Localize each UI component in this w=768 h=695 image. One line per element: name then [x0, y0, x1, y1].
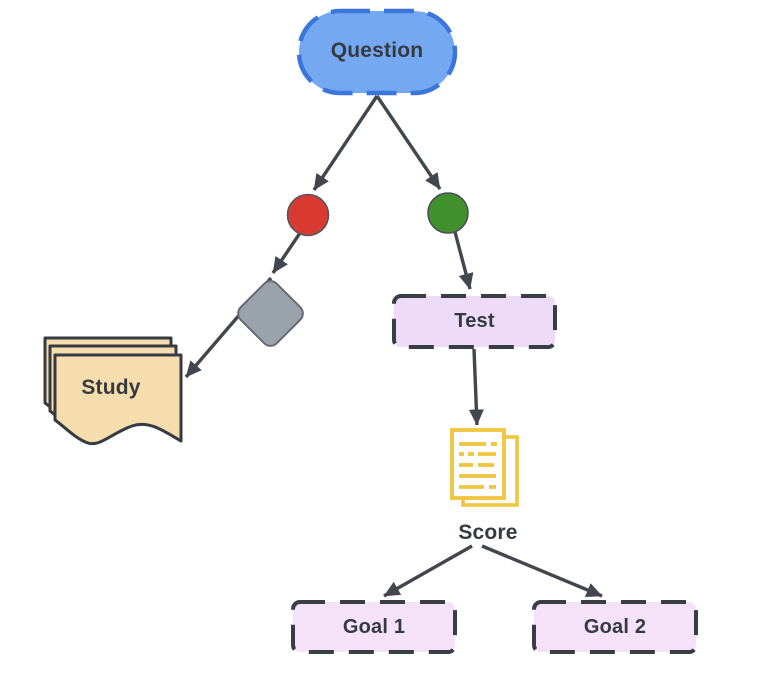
- edge-test-to-score: [468, 348, 484, 426]
- red-dot-node: [286, 193, 330, 237]
- goal1-node: [291, 600, 457, 654]
- edge-red-dot-to-router: [271, 232, 302, 274]
- edge-layer: [184, 95, 603, 598]
- question-node: [296, 8, 458, 96]
- study-documents-node: [43, 336, 183, 446]
- score-icon-text-lines: [459, 442, 497, 489]
- edge-question-to-red-dot: [312, 95, 379, 191]
- goal2-node: [532, 600, 698, 654]
- router-diamond-node: [237, 280, 304, 347]
- edge-question-to-green-dot: [375, 95, 442, 190]
- edge-score-to-goal1: [383, 544, 473, 598]
- green-dot-node: [427, 192, 469, 234]
- score-document-icon: [450, 428, 519, 507]
- study-page-front: [53, 353, 183, 446]
- edge-score-to-goal2: [481, 544, 603, 598]
- edge-green-dot-to-test: [453, 231, 474, 290]
- test-node: [392, 294, 557, 349]
